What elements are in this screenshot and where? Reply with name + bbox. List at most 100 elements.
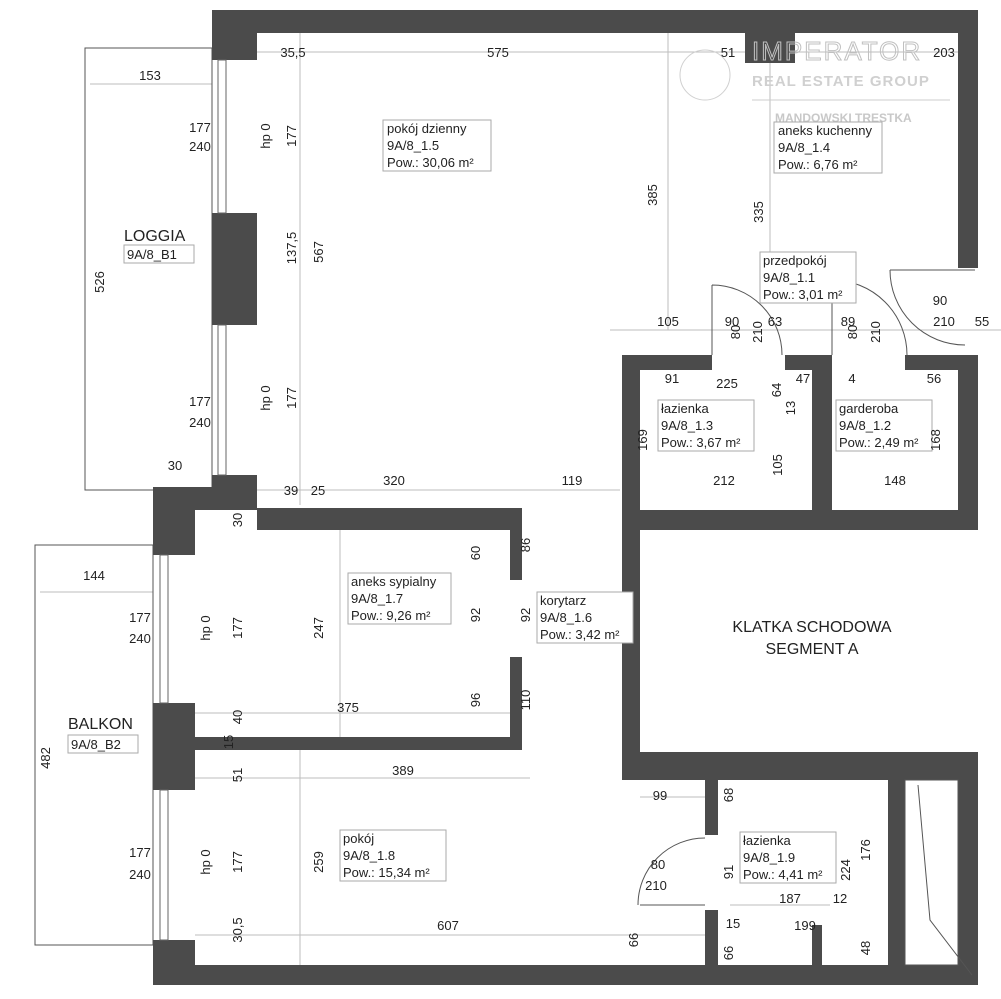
dimension-label: 177 [129,845,151,860]
room-living: pokój dzienny 9A/8_1.5 Pow.: 30,06 m² [382,119,492,172]
dimension-label: 119 [562,473,583,488]
room-name: aneks sypialny [351,574,437,589]
dimension-label: 89 [841,314,855,329]
logo-subtitle: REAL ESTATE GROUP [752,73,930,90]
walls [153,10,978,985]
dimension-label: hp 0 [258,385,273,410]
dimension-label: 55 [975,314,989,329]
dimension-label: 91 [721,865,736,879]
dimension-label: 80 [845,325,860,339]
dimension-label: 148 [884,473,906,488]
room-id: 9A/8_1.9 [743,850,795,865]
logo-title: IMPERATOR [752,36,922,66]
window-balcony-2 [159,789,169,941]
dimension-label: 177 [189,394,211,409]
dimension-label: 177 [230,617,245,639]
dimension-lines [40,33,1001,965]
room-name: garderoba [839,401,899,416]
window-balcony-1 [159,554,169,704]
dimension-label: 80 [651,857,665,872]
balcony-id: 9A/8_B2 [71,737,121,752]
staircase-label: KLATKA SCHODOWA SEGMENT A [732,619,891,658]
balcony-label: BALKON 9A/8_B2 [67,716,139,754]
dimension-label: 240 [189,415,211,430]
room-sleeping-annex: aneks sypialny 9A/8_1.7 Pow.: 9,26 m² [347,572,452,625]
dimension-label: 177 [284,387,299,409]
dimension-label: 168 [928,429,943,451]
staircase-line-1: KLATKA SCHODOWA [732,619,891,636]
dimension-label: 25 [311,483,325,498]
room-area: Pow.: 3,42 m² [540,627,620,642]
dimension-label: 47 [796,371,810,386]
room-name: łazienka [661,401,709,416]
room-id: 9A/8_1.3 [661,418,713,433]
dimension-label: 15 [726,916,740,931]
room-area: Pow.: 4,41 m² [743,867,823,882]
dimension-label: 240 [189,139,211,154]
dimension-label: hp 0 [198,849,213,874]
dimension-label: 91 [665,371,679,386]
room-name: pokój dzienny [387,121,467,136]
dimension-label: 240 [129,867,151,882]
dimension-label: 169 [635,429,650,451]
dimension-label: 203 [933,45,955,60]
dimension-label: 482 [38,747,53,769]
room-id: 9A/8_1.6 [540,610,592,625]
dimension-label: 225 [716,376,738,391]
dimension-label: 210 [645,878,667,893]
door-bathroom-1 [711,284,783,356]
dimension-label: 60 [468,546,483,560]
dimension-label: 4 [848,371,855,386]
room-area: Pow.: 30,06 m² [387,155,474,170]
room-name: korytarz [540,593,586,608]
dimension-label: 63 [768,314,782,329]
shaft [904,779,959,966]
dimension-label: 105 [657,314,679,329]
dimension-label: 212 [713,473,735,488]
dimension-label: 110 [518,690,533,711]
dimension-label: 526 [92,271,107,293]
dimension-label: 389 [392,763,414,778]
dimension-label: 92 [468,608,483,622]
dimension-label: 247 [311,617,326,639]
dimension-label: 240 [129,631,151,646]
dimension-label: 335 [751,201,766,223]
dimension-label: 320 [383,473,405,488]
room-id: 9A/8_1.4 [778,140,830,155]
dimension-label: 86 [518,538,533,552]
dimension-label: 92 [518,608,533,622]
dimension-label: 385 [645,184,660,206]
window-loggia-1 [217,59,227,214]
dimension-label: 210 [868,321,883,343]
dimension-label: 99 [653,788,667,803]
room-area: Pow.: 6,76 m² [778,157,858,172]
room-area: Pow.: 15,34 m² [343,865,430,880]
dimension-label: 40 [230,710,245,724]
room-id: 9A/8_1.5 [387,138,439,153]
dimension-label: 30,5 [230,917,245,942]
dimension-label: 51 [230,768,245,782]
dimension-label: 35,5 [280,45,305,60]
dimension-label: 56 [927,371,941,386]
dimension-label: 607 [437,918,459,933]
dimension-label: 153 [139,68,161,83]
dimension-label: 375 [337,700,359,715]
room-area: Pow.: 2,49 m² [839,435,919,450]
dimension-label: 210 [750,321,765,343]
dimension-label: hp 0 [198,615,213,640]
room-id: 9A/8_1.1 [763,270,815,285]
room-id: 9A/8_1.8 [343,848,395,863]
room-name: łazienka [743,833,791,848]
dimension-label: 137,5 [284,232,299,265]
dimension-label: 30 [230,513,245,527]
room-bathroom-2: łazienka 9A/8_1.9 Pow.: 4,41 m² [739,831,837,884]
dimension-label: 144 [83,568,105,583]
dimension-label: 80 [728,325,743,339]
dimension-label: 224 [838,859,853,881]
room-name: pokój [343,831,374,846]
room-area: Pow.: 3,67 m² [661,435,741,450]
room-bedroom: pokój 9A/8_1.8 Pow.: 15,34 m² [339,829,447,882]
dimension-label: 199 [794,918,816,933]
